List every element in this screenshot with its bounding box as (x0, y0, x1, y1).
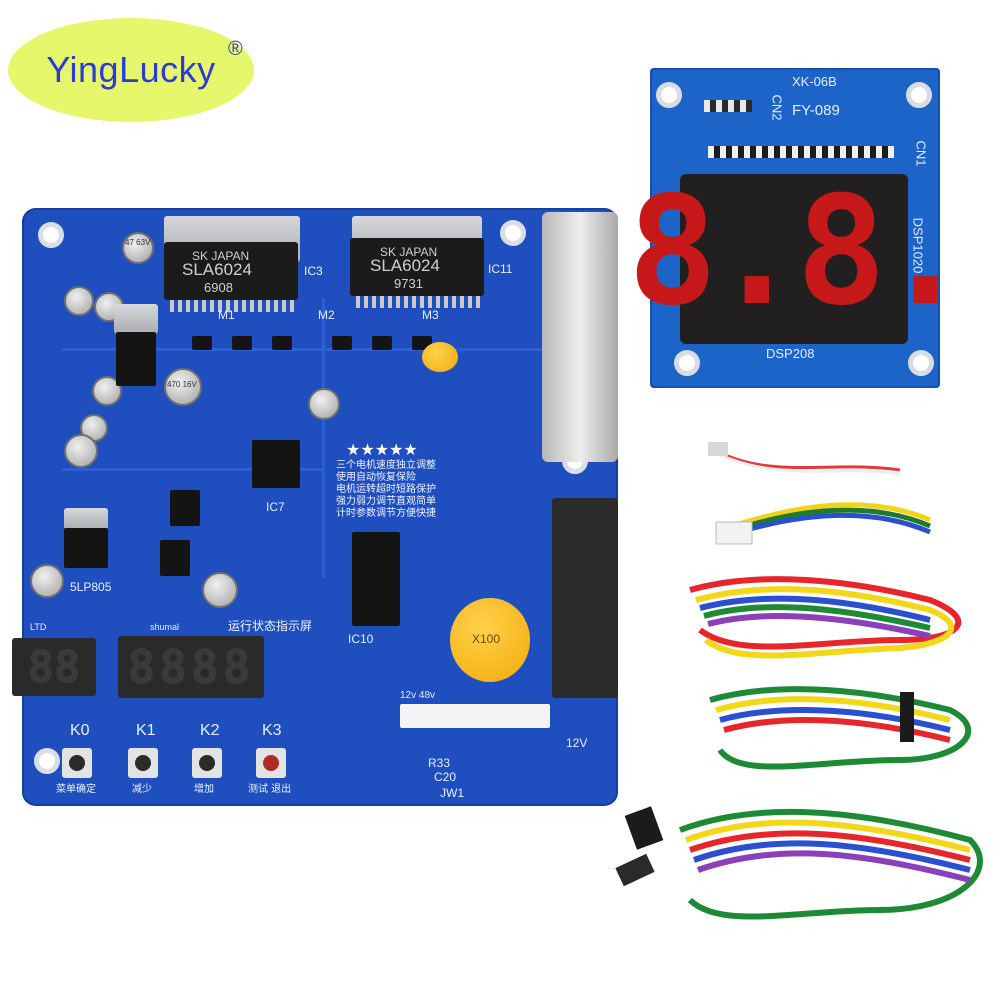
feature-line: 计时参数调节方便快捷 (336, 508, 436, 519)
cn2-header (704, 100, 752, 112)
k2-label: K2 (200, 722, 220, 739)
regulator-label: 5LP805 (70, 580, 112, 594)
rating-stars: ★★★★★ (346, 442, 418, 459)
cn1-label: CN1 (913, 140, 929, 167)
capacitor-label: 470 16V (167, 380, 197, 389)
single-wire (708, 442, 901, 476)
wire-harness-bundle (615, 442, 983, 920)
k0-button[interactable] (62, 748, 92, 778)
capacitor (164, 368, 202, 406)
mount-hole (34, 748, 60, 774)
m1-label: M1 (218, 308, 235, 322)
k0-label: K0 (70, 722, 90, 739)
k1-caption: 减少 (132, 784, 152, 795)
registered-mark: ® (228, 38, 243, 60)
mount-hole (500, 220, 526, 246)
k3-caption: 测试 退出 (248, 784, 292, 795)
power-terminal[interactable] (400, 704, 550, 728)
dsp-bottom-label: DSP208 (766, 346, 815, 361)
ic7-label: IC7 (266, 500, 285, 514)
module-submodel: FY-089 (792, 102, 840, 119)
brand-badge: YingLucky ® (8, 18, 254, 122)
display-module-board: XK-06B FY-089 CN2 CN1 8.8. DSP1020 DSP20… (627, 68, 971, 388)
ic-model: SLA6024 (370, 256, 440, 275)
voltage-12v-label: 12V (566, 736, 588, 750)
c20-label: C20 (434, 770, 457, 784)
large-status-display: 8888 (118, 636, 264, 698)
feature-line: 强力弱力调节直观简单 (336, 496, 436, 507)
display-digits: 8.8. (627, 165, 970, 339)
varistor: X100 (450, 598, 530, 682)
capacitor-label: 47 63V (125, 238, 151, 247)
k2-button[interactable] (192, 748, 222, 778)
k0-caption: 菜单确定 (56, 784, 96, 795)
small-status-display: 88 (12, 638, 96, 696)
k2-caption: 增加 (194, 784, 214, 795)
k3-button[interactable] (256, 748, 286, 778)
k3-label: K3 (262, 722, 282, 739)
ic11-label: IC11 (488, 262, 513, 276)
capacitor (122, 232, 154, 264)
m2-label: M2 (318, 308, 335, 322)
idc-connector[interactable] (552, 498, 618, 698)
k1-button[interactable] (128, 748, 158, 778)
driver-ic-right: SK JAPAN SLA6024 9731 (350, 238, 484, 296)
brand-name: YingLucky (46, 49, 216, 90)
driver-ic-left: SK JAPAN SLA6024 6908 (164, 242, 298, 300)
feature-line: 电机运转超时短路保护 (336, 484, 436, 495)
module-model: XK-06B (792, 74, 837, 89)
ic10-label: IC10 (348, 632, 374, 646)
ribbon-harness-1 (715, 502, 931, 545)
k1-label: K1 (136, 722, 156, 739)
varistor-label: X100 (472, 632, 501, 646)
status-title: 运行状态指示屏 (228, 619, 313, 633)
dsp-side-label: DSP1020 (910, 217, 926, 274)
pin-row (356, 296, 480, 308)
ic-brand: SK JAPAN (380, 245, 438, 259)
db25-connector[interactable] (542, 212, 618, 462)
pin-row (170, 300, 294, 312)
ic-code: 6908 (204, 280, 233, 295)
feature-line: 使用自动恢复保险 (336, 472, 416, 483)
voltage-labels: 12v 48v (400, 690, 436, 701)
ic-code: 9731 (394, 276, 423, 291)
cn1-header (708, 146, 894, 158)
mcu-chip (252, 440, 300, 488)
small-display-label: LTD (30, 622, 47, 632)
ic-brand: SK JAPAN (192, 249, 250, 263)
m3-label: M3 (422, 308, 439, 322)
feature-line: 三个电机速度独立调整 (336, 460, 436, 471)
large-display-label: shumal (150, 622, 180, 632)
jw1-label: JW1 (440, 786, 464, 800)
logic-ic (352, 532, 400, 626)
large-display-digits: 8888 (127, 640, 255, 694)
ic3-label: IC3 (304, 264, 323, 278)
main-control-board: SK JAPAN SLA6024 6908 IC3 M1 SK JAPAN SL… (12, 208, 618, 806)
ribbon-harness-3 (709, 686, 972, 770)
ic-model: SLA6024 (182, 260, 252, 279)
r33-label: R33 (428, 756, 451, 770)
seven-segment-display: 8.8. (627, 174, 971, 344)
ribbon-harness-2 (689, 576, 962, 659)
mount-hole (38, 222, 64, 248)
ribbon-harness-4 (615, 806, 983, 920)
small-display-digits: 88 (27, 641, 81, 693)
cn2-label: CN2 (769, 94, 785, 121)
